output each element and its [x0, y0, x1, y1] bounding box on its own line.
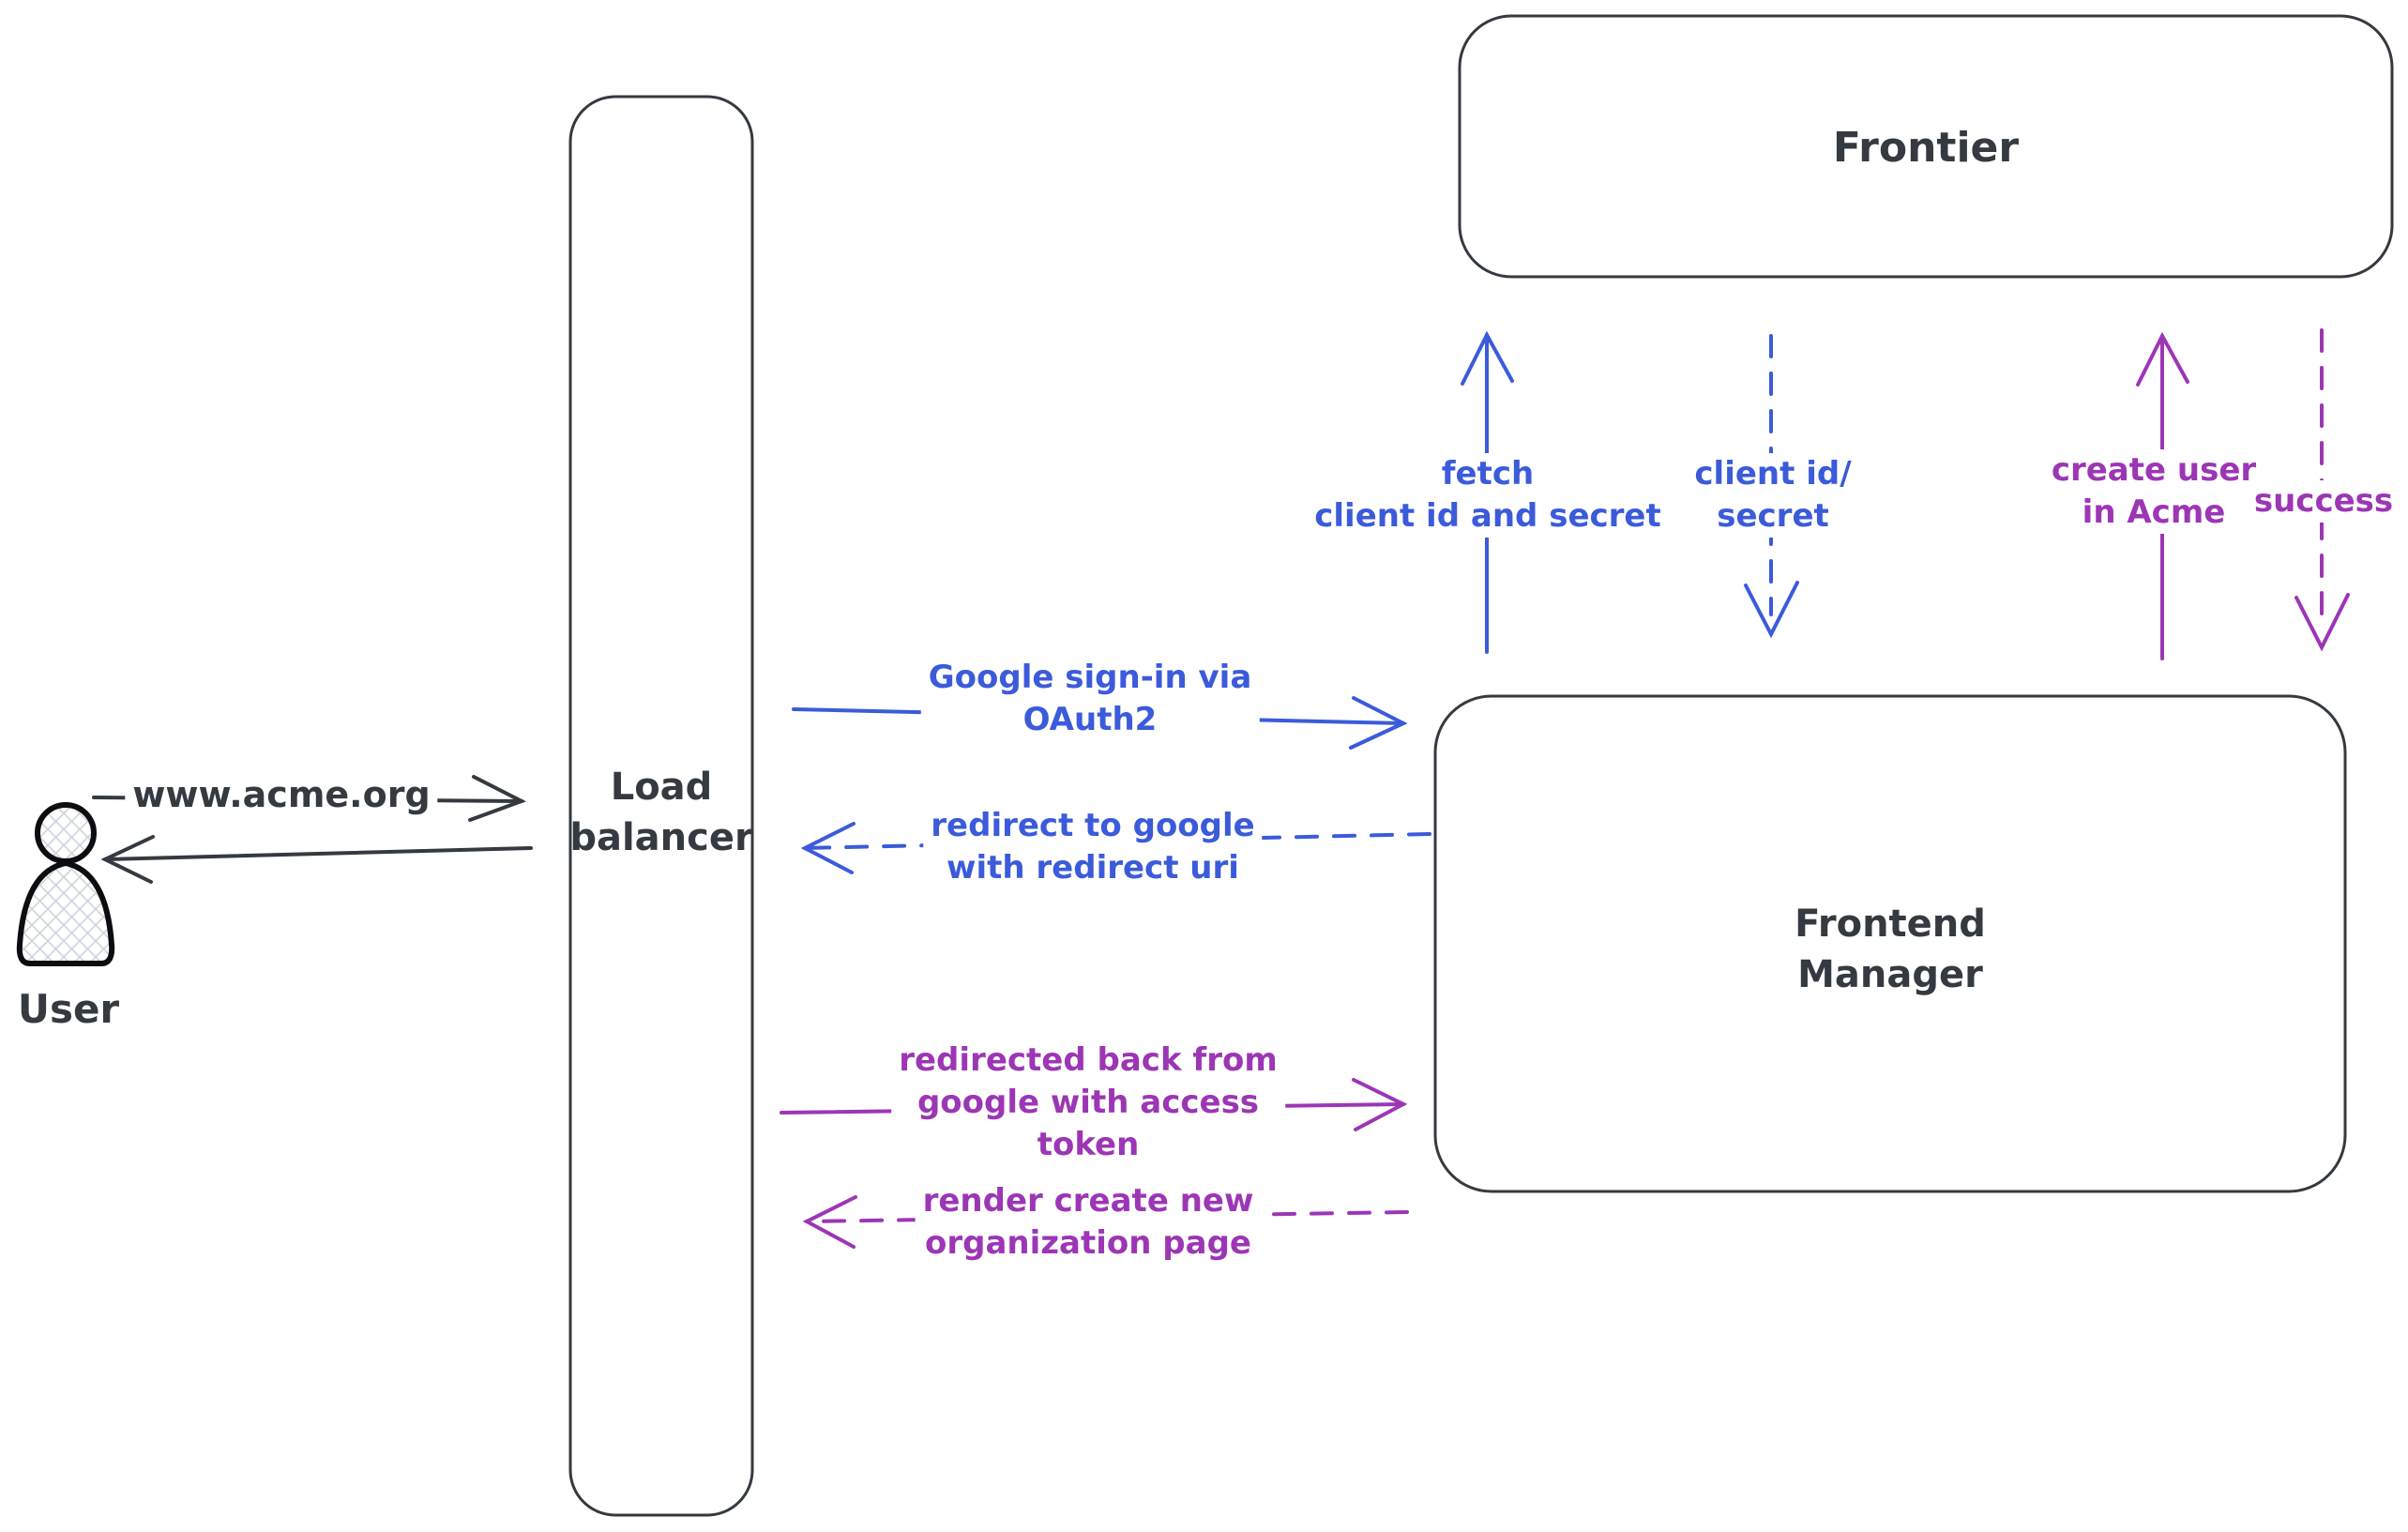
arrow-client-id-secret [1744, 334, 1799, 639]
edge-label-redirected-back: redirected back from google with access … [891, 1039, 1285, 1166]
edge-label-fetch-secret: fetch client id and secret [1307, 453, 1669, 538]
frontend-manager-box [1433, 694, 2347, 1193]
load-balancer-box [568, 95, 754, 1517]
edge-label-success: success [2246, 480, 2401, 523]
edge-label-create-user: create user in Acme [2043, 449, 2264, 534]
edge-label-www-acme: www.acme.org [125, 771, 438, 819]
edge-label-google-signin: Google sign-in via OAuth2 [920, 657, 1260, 741]
edge-label-render-org-page: render create new organization page [915, 1180, 1262, 1265]
arrow-response-to-user [100, 835, 533, 884]
edge-label-redirect-google: redirect to google with redirect uri [923, 805, 1263, 889]
frontier-label: Frontier [1832, 124, 2020, 172]
edge-label-client-id-secret: client id/ secret [1687, 453, 1859, 538]
frontier-box [1458, 14, 2394, 279]
user-label: User [17, 986, 120, 1032]
arrow-success [2294, 328, 2350, 652]
frontend-manager-label: Frontend Manager [1795, 903, 1986, 996]
user-icon [16, 802, 115, 966]
load-balancer-label: Load balancer [569, 766, 753, 859]
